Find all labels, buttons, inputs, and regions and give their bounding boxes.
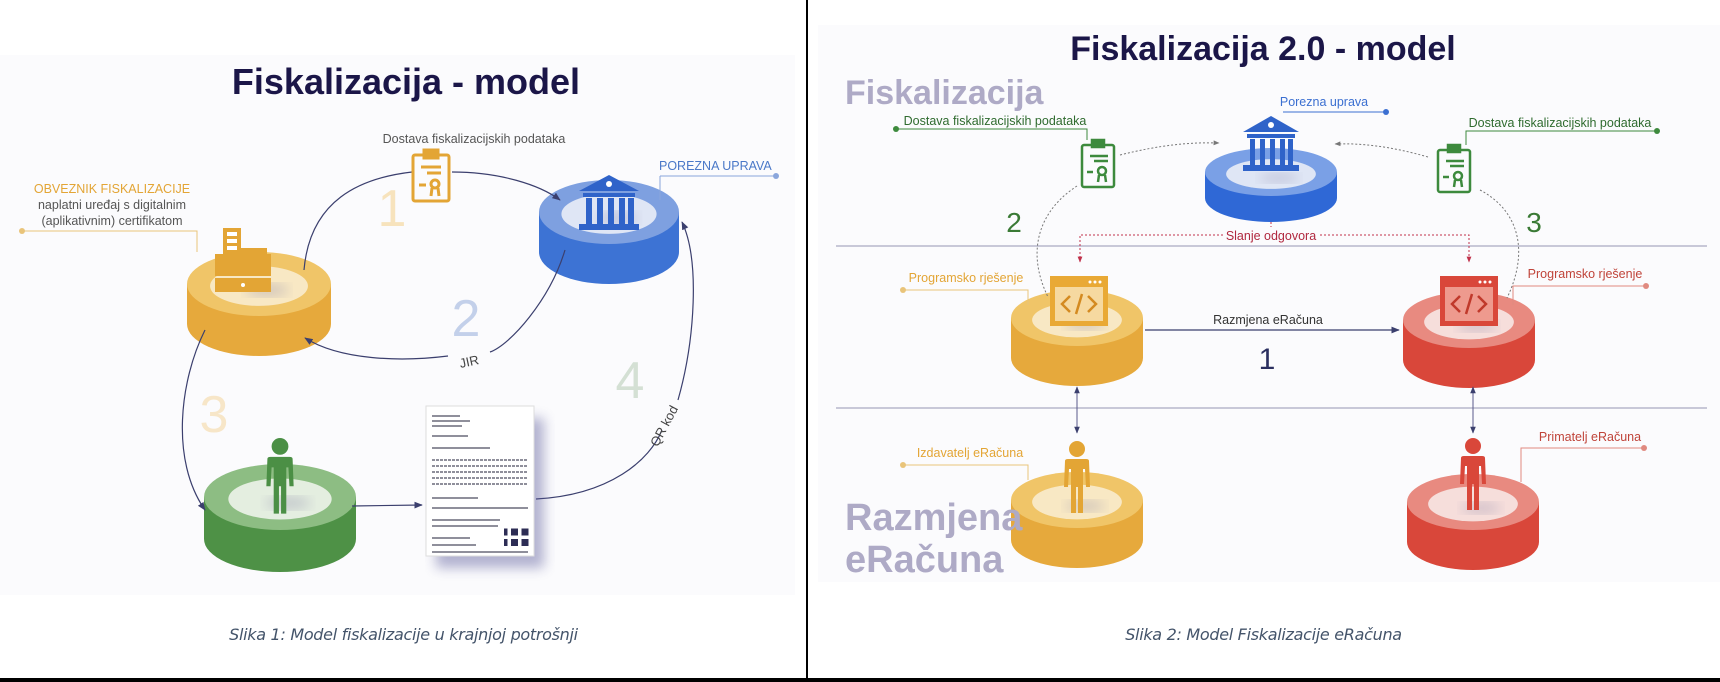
obligor-line1: naplatni uređaj s digitalnim (38, 198, 186, 212)
step-number-2: 2 (1006, 207, 1022, 238)
qr-module (511, 539, 515, 543)
qr-module (514, 539, 518, 543)
disk-shadow (596, 211, 638, 225)
step-number-3: 3 (1526, 207, 1542, 238)
fiscal-flow-2 (1036, 185, 1078, 298)
customer-platform (204, 464, 356, 572)
qr-module (525, 542, 529, 546)
step-number-3: 3 (200, 386, 229, 444)
figure2-diagram: Fiskalizacija 2.0 - model Fiskalizacija … (836, 30, 1707, 581)
qr-module (504, 539, 508, 543)
fiscal-data-arrow-left (1119, 140, 1220, 156)
obligor-title: OBVEZNIK FISKALIZACIJE (34, 182, 190, 196)
customer-person-icon (266, 438, 294, 514)
qr-module (525, 532, 529, 536)
tax-authority-label: POREZNA UPRAVA (659, 159, 772, 173)
issuer-person-icon (1064, 441, 1090, 513)
step-number-1: 1 (1259, 343, 1276, 376)
flow-arrow-2b (304, 337, 449, 360)
qr-module (504, 542, 508, 546)
qr-module (521, 539, 525, 543)
figure1-diagram: Fiskalizacija - model 1 2 3 4 JIR QR kod… (19, 61, 779, 572)
flow-arrow-2a (489, 249, 566, 353)
label-dot (773, 173, 779, 179)
person-head (1069, 441, 1085, 457)
step-number-1: 1 (378, 180, 407, 238)
delivery-label: Dostava fiskalizacijskih podataka (383, 132, 566, 146)
qr-module (511, 532, 515, 536)
figure2-caption: Slika 2: Model Fiskalizacije eRačuna (1125, 625, 1402, 644)
fiscal-flow-3 (1479, 189, 1520, 299)
flow-arrow-1a (303, 171, 413, 271)
cash-register-icon (215, 228, 271, 292)
code-window-icon-left (1050, 276, 1108, 326)
fiscal-receipt-image (425, 405, 544, 568)
software-label-right: Programsko rješenje (1528, 267, 1643, 281)
qr-module (504, 532, 508, 536)
qr-module (525, 539, 529, 543)
figure2-title: Fiskalizacija 2.0 - model (1070, 30, 1456, 68)
section-fiscalization: Fiskalizacija (845, 74, 1045, 112)
delivery-label-left: Dostava fiskalizacijskih podataka (904, 114, 1087, 128)
flow-arrow-4a (535, 429, 663, 500)
software-label-left: Programsko rješenje (909, 271, 1024, 285)
disk-shadow (265, 496, 311, 510)
flow-arrow-3 (181, 329, 206, 511)
jir-label: JIR (458, 352, 480, 371)
certificate-clipboard-icon-left (1080, 138, 1116, 189)
qr-module (504, 528, 508, 532)
tax-authority-label-2: Porezna uprava (1280, 95, 1368, 109)
recipient-platform (1407, 474, 1539, 570)
qr-module (521, 532, 525, 536)
delivery-label-right: Dostava fiskalizacijskih podataka (1469, 116, 1652, 130)
step-number-2: 2 (452, 290, 481, 348)
label-dot (19, 228, 25, 234)
figure1-title: Fiskalizacija - model (232, 61, 580, 102)
qr-module (514, 542, 518, 546)
flow-arrow-4b (677, 221, 694, 401)
exchange-label: Razmjena eRačuna (1213, 313, 1323, 327)
response-arrow-left (1077, 234, 1223, 263)
person-body (1460, 456, 1486, 510)
qr-module (514, 528, 518, 532)
response-arrow-right (1320, 234, 1472, 263)
qr-module (521, 542, 525, 546)
person-head (271, 438, 289, 455)
person-head (1465, 438, 1481, 454)
obligor-line2: (aplikativnim) certifikatom (41, 214, 182, 228)
person-body (266, 456, 294, 514)
response-label: Slanje odgovora (1226, 229, 1316, 243)
flow-arrow-customer-receipt (351, 501, 423, 509)
bank-building-icon (1243, 116, 1299, 171)
recipient-person-icon (1460, 438, 1486, 510)
qr-module (525, 528, 529, 532)
qr-module (514, 532, 518, 536)
code-window-icon-right (1440, 276, 1498, 326)
section-exchange-line1: Razmjena (845, 497, 1023, 539)
figure1-caption: Slika 1: Model fiskalizacije u krajnjoj … (229, 625, 578, 644)
disk-shadow (1259, 173, 1299, 183)
qr-module (521, 528, 525, 532)
fiscal-data-arrow-right (1334, 141, 1429, 158)
certificate-clipboard-icon-right (1436, 143, 1472, 194)
step-number-4: 4 (616, 352, 645, 410)
certificate-clipboard-icon (411, 148, 451, 203)
section-exchange-line2: eRačuna (845, 539, 1004, 581)
issuer-platform (1011, 472, 1143, 568)
bank-building-icon (579, 175, 639, 230)
qr-module (511, 528, 515, 532)
issuer-label: Izdavatelj eRačuna (917, 446, 1023, 460)
flow-arrow-1b (451, 171, 561, 201)
qr-module (511, 542, 515, 546)
recipient-label: Primatelj eRačuna (1539, 430, 1641, 444)
person-body (1064, 459, 1090, 513)
